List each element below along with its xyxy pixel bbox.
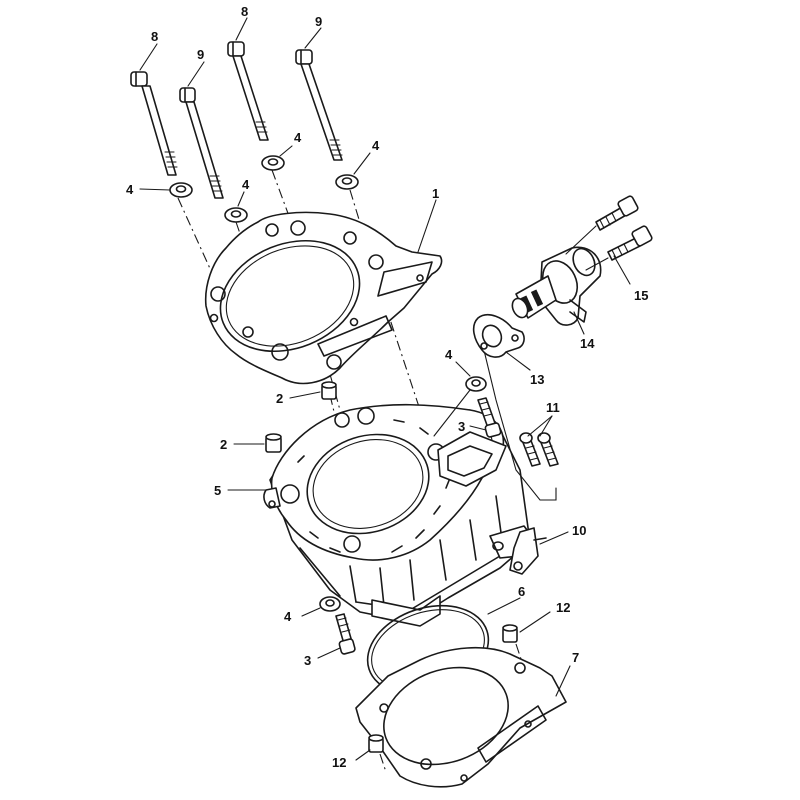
head-bolt-8-right (227, 41, 269, 141)
callout-10: 10 (572, 523, 586, 538)
tensioner-bolt-11-a (519, 432, 541, 467)
callout-7: 7 (572, 650, 579, 665)
callout-labels: 8 8 9 9 4 4 4 4 4 4 1 15 14 13 2 2 3 3 1… (126, 4, 648, 770)
cylinder-bolt-3-upper (477, 397, 502, 438)
callout-3-upper: 3 (458, 419, 465, 434)
dowel-pin-2-lower (265, 433, 282, 453)
washer-4-lower (319, 596, 341, 612)
washer-4-top (261, 155, 285, 171)
chain-guide-bracket (509, 527, 547, 575)
tensioner-bolt-15-upper (565, 195, 639, 255)
callout-5: 5 (214, 483, 221, 498)
head-bolt-9-right (295, 49, 343, 161)
cylinder-block (263, 403, 537, 627)
callout-4-left: 4 (126, 182, 134, 197)
callout-3-lower: 3 (304, 653, 311, 668)
washer-4-cylinder (465, 376, 487, 392)
tensioner-bolt-11-b (537, 432, 559, 467)
head-gasket (204, 211, 443, 385)
dowel-pin-2-upper (321, 381, 337, 400)
callout-9-left: 9 (197, 47, 204, 62)
callout-11: 11 (546, 400, 560, 415)
callout-9-right: 9 (315, 14, 322, 29)
callout-4-mid: 4 (242, 177, 250, 192)
callout-4-top: 4 (294, 130, 302, 145)
callout-leader-lines (139, 17, 631, 761)
callout-4-lower: 4 (284, 609, 292, 624)
dowel-pin-12-right (502, 624, 518, 643)
callout-1: 1 (432, 186, 439, 201)
head-bolt-9-left (179, 87, 224, 199)
callout-12-right: 12 (556, 600, 570, 615)
callout-8-right: 8 (241, 4, 248, 19)
callout-8-left: 8 (151, 29, 158, 44)
cam-chain-tensioner (511, 246, 602, 326)
base-gasket (355, 646, 567, 788)
washer-4-right (335, 174, 359, 190)
callout-2-upper: 2 (276, 391, 283, 406)
callout-2-lower: 2 (220, 437, 227, 452)
tensioner-gasket (472, 313, 525, 358)
callout-15: 15 (634, 288, 648, 303)
dowel-pin-12-left (368, 734, 384, 753)
tensioner-bolt-15-lower (585, 225, 653, 271)
callout-4-cylinder: 4 (445, 347, 453, 362)
callout-13: 13 (530, 372, 544, 387)
callout-12-left: 12 (332, 755, 346, 770)
washer-4-mid (224, 207, 248, 223)
callout-4-right: 4 (372, 138, 380, 153)
head-bolt-8-left (130, 71, 178, 176)
washer-4-left (169, 182, 193, 198)
dowel-guide-lines (379, 643, 523, 773)
callout-14: 14 (580, 336, 595, 351)
callout-6: 6 (518, 584, 525, 599)
